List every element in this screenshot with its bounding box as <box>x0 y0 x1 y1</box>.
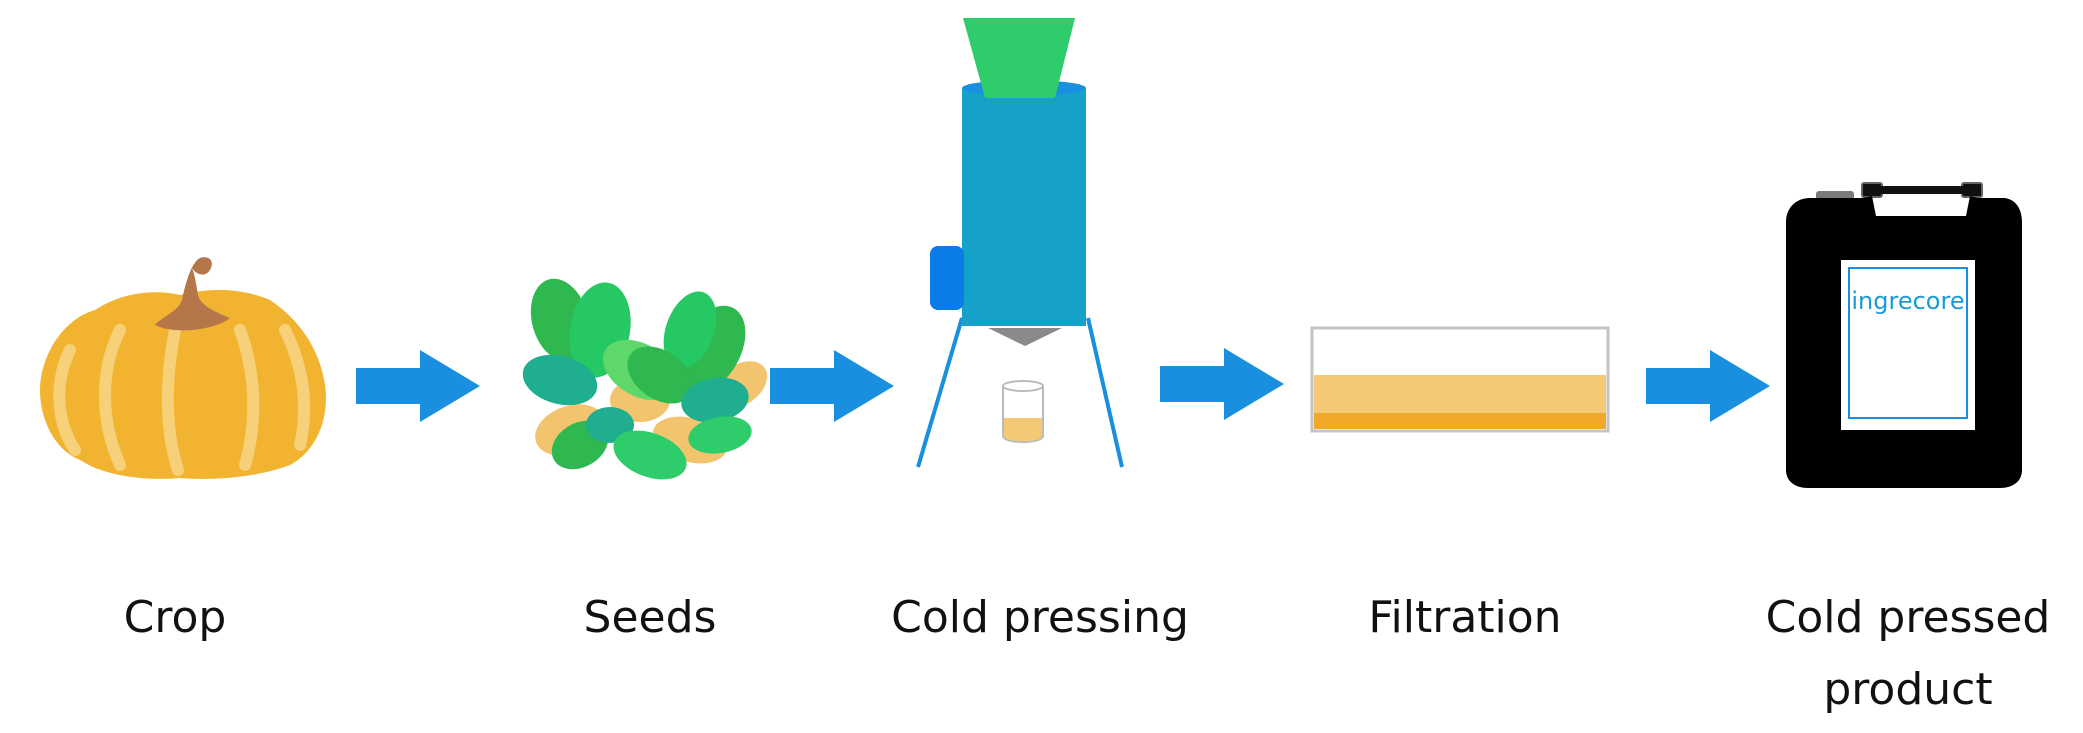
oil-press-icon <box>916 18 1124 468</box>
right-arrow-icon <box>1646 350 1770 422</box>
right-arrow-icon <box>1160 348 1284 420</box>
step-label-product-line1: Cold pressed <box>1765 592 2051 643</box>
step-label-crop: Crop <box>123 592 227 643</box>
pumpkin-seeds-icon <box>522 278 768 480</box>
jerrycan-icon: ingrecore <box>1786 182 2022 488</box>
filter-tank-icon <box>1310 326 1610 433</box>
step-label-seeds: Seeds <box>583 592 717 643</box>
brand-label: ingrecore <box>1851 287 1964 315</box>
right-arrow-icon <box>770 350 894 422</box>
step-label-product-line2: product <box>1823 664 1993 715</box>
step-label-filtration: Filtration <box>1368 592 1562 643</box>
step-label-cold-pressing: Cold pressing <box>891 592 1189 643</box>
pumpkin-icon <box>40 257 326 479</box>
right-arrow-icon <box>356 350 480 422</box>
